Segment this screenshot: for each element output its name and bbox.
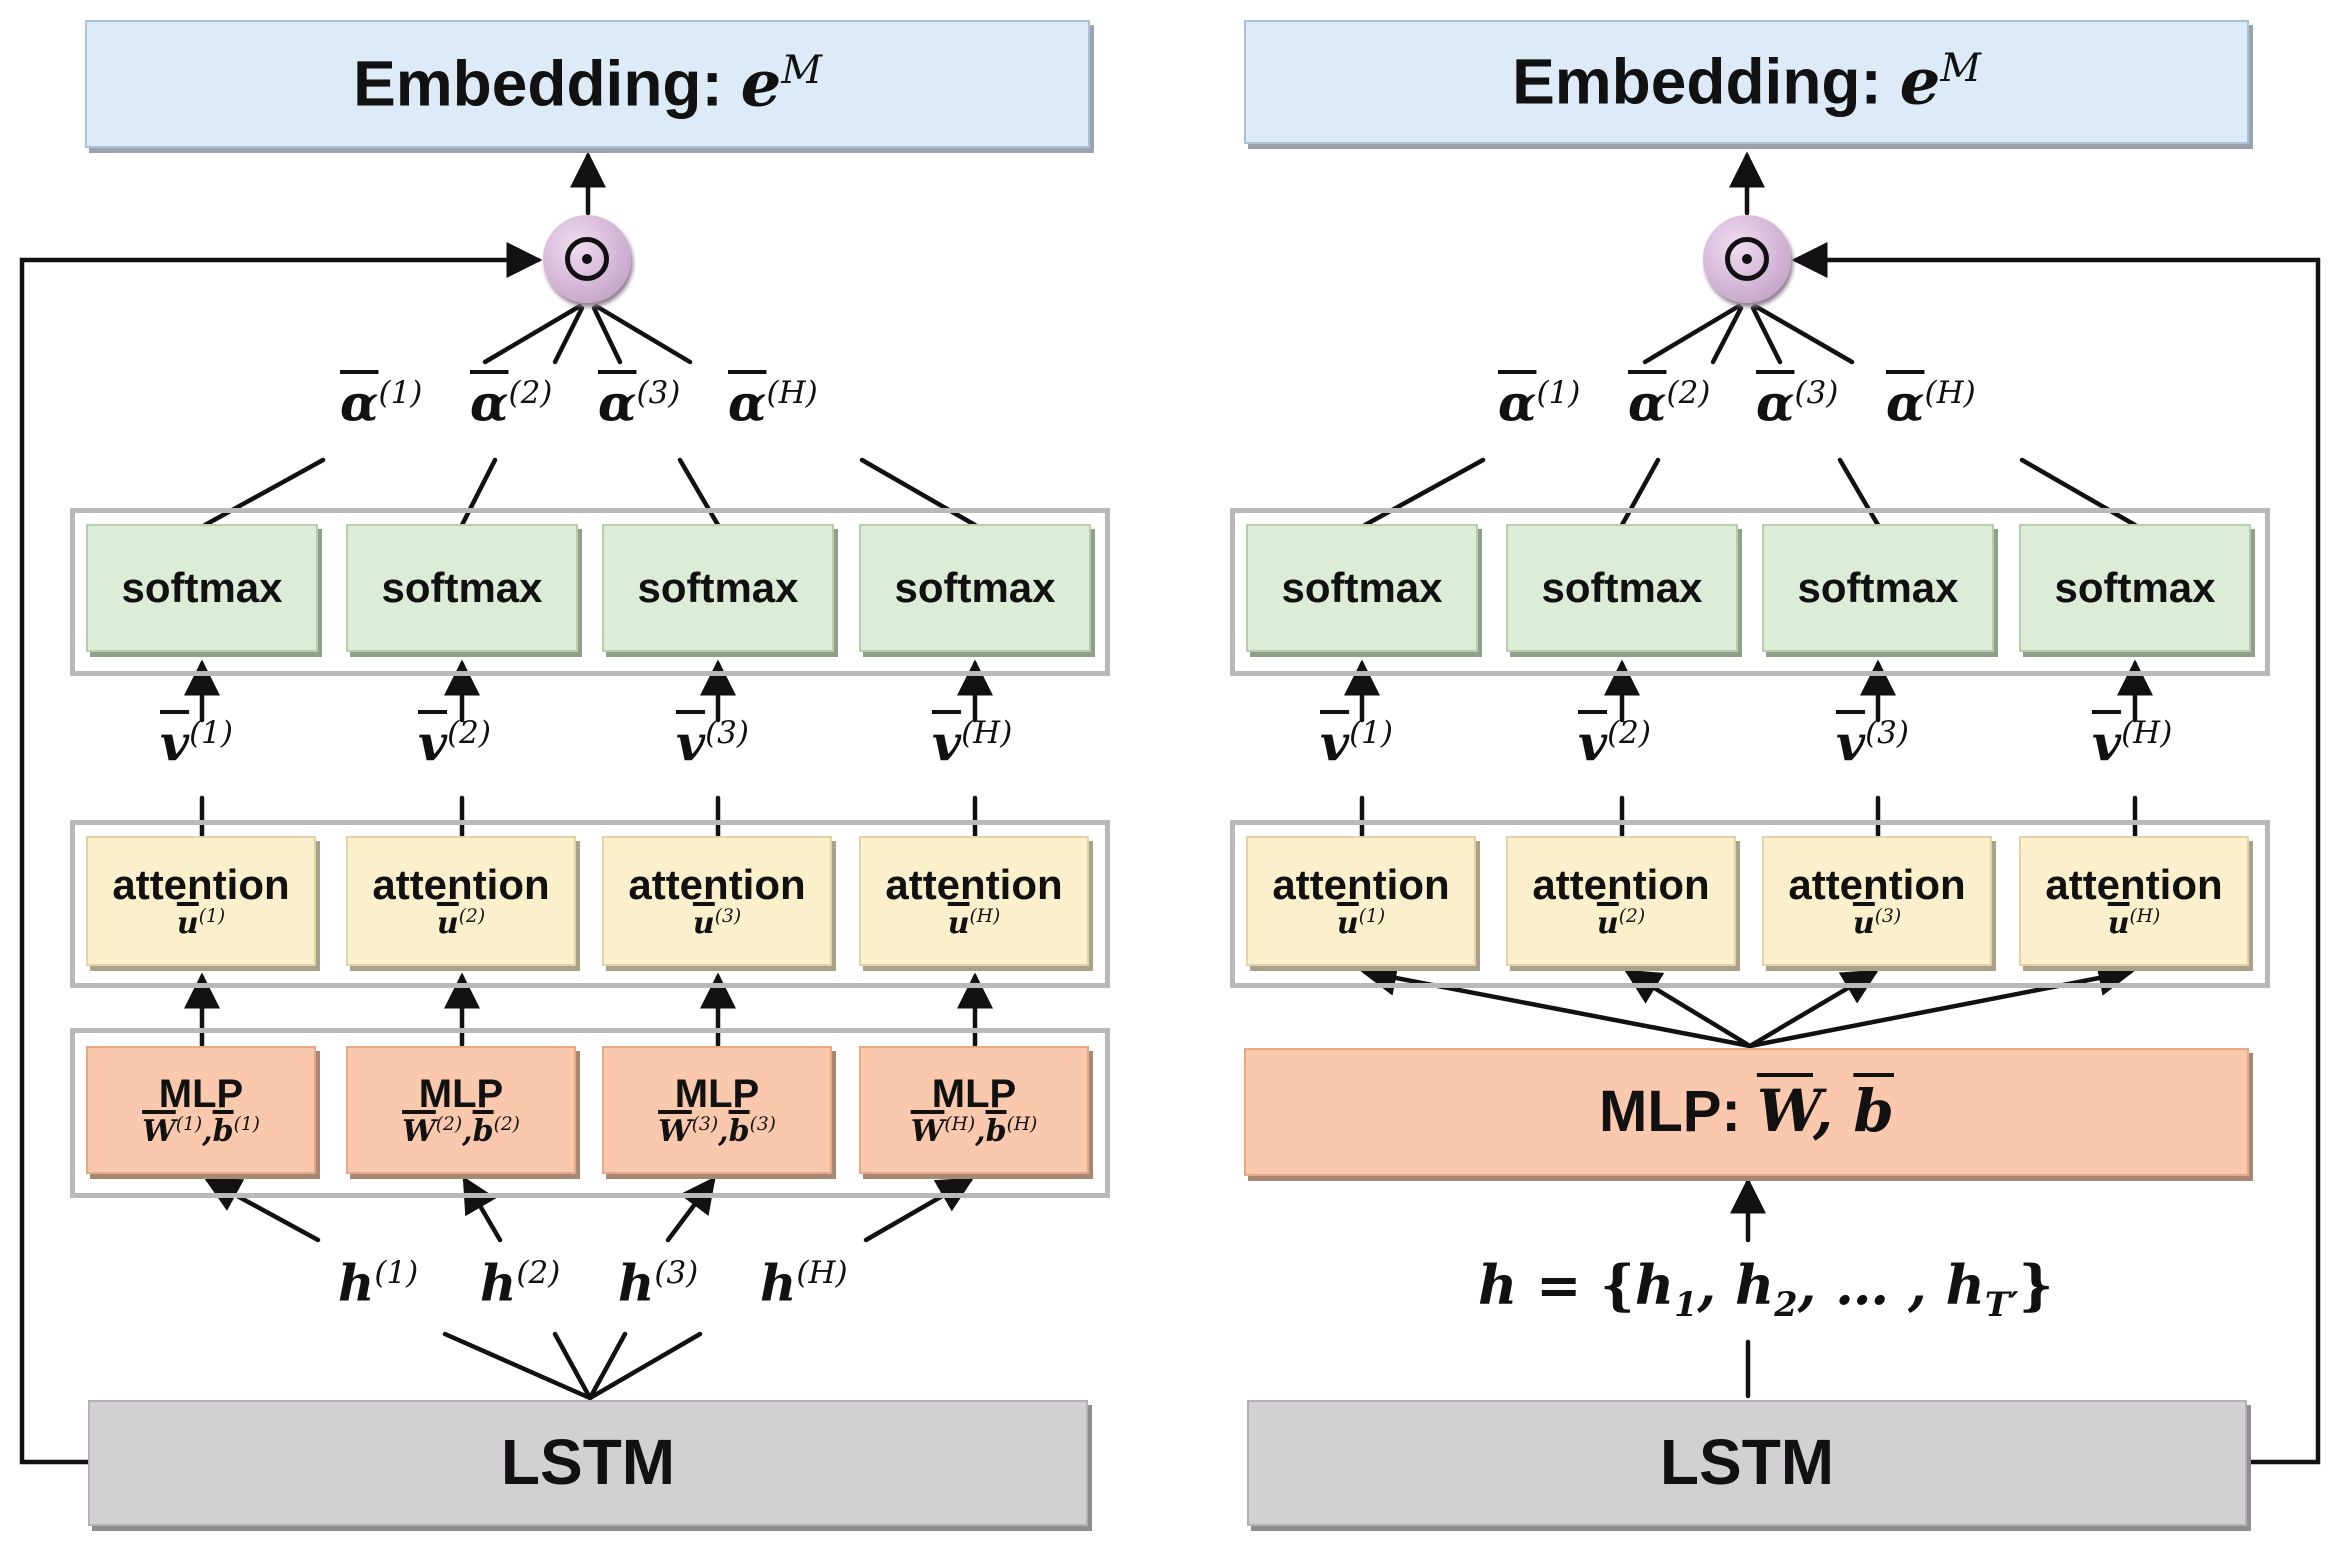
right-v-2: v(2)	[1578, 713, 1651, 773]
left-mlp-group	[70, 1028, 1110, 1198]
right-v-1: v(1)	[1320, 713, 1393, 773]
right-alpha-H: α(H)	[1886, 373, 1976, 433]
right-embedding-box: Embedding: eM	[1244, 20, 2249, 144]
right-softmax-1: softmax	[1246, 524, 1478, 652]
left-softmax-3: softmax	[602, 524, 834, 652]
right-softmax-3: softmax	[1762, 524, 1994, 652]
right-embedding-sup: M	[1940, 45, 1981, 92]
left-h-2: h(2)	[480, 1253, 561, 1313]
right-alpha-3: α(3)	[1756, 373, 1839, 433]
right-softmax-2: softmax	[1506, 524, 1738, 652]
right-v-3: v(3)	[1836, 713, 1909, 773]
left-v-1: v(1)	[160, 713, 233, 773]
right-h-sequence: h = {h1, h2, … , hT′}	[1478, 1253, 2054, 1324]
left-softmax-H: softmax	[859, 524, 1091, 652]
right-alpha-1: α(1)	[1498, 373, 1581, 433]
left-v-H: v(H)	[932, 713, 1013, 773]
right-lstm-box: LSTM	[1247, 1400, 2247, 1526]
left-lstm-box: LSTM	[88, 1400, 1088, 1526]
left-h-1: h(1)	[338, 1253, 419, 1313]
left-alpha-3: α(3)	[598, 373, 681, 433]
right-attention-group	[1230, 820, 2270, 988]
right-softmax-group	[1230, 508, 2270, 676]
left-alpha-1: α(1)	[340, 373, 423, 433]
right-embedding-label: Embedding:	[1512, 45, 1900, 118]
left-h-H: h(H)	[760, 1253, 848, 1313]
right-v-H: v(H)	[2092, 713, 2173, 773]
right-mlp-box: MLP: W, b	[1244, 1048, 2249, 1176]
left-softmax-2: softmax	[346, 524, 578, 652]
left-softmax-group	[70, 508, 1110, 676]
right-odot-icon	[1703, 215, 1791, 303]
left-attention-group	[70, 820, 1110, 988]
left-v-3: v(3)	[676, 713, 749, 773]
right-softmax-H: softmax	[2019, 524, 2251, 652]
left-v-2: v(2)	[418, 713, 491, 773]
left-embedding-sup: M	[781, 47, 822, 94]
left-alpha-2: α(2)	[470, 373, 553, 433]
left-softmax-1: softmax	[86, 524, 318, 652]
left-h-3: h(3)	[618, 1253, 699, 1313]
left-embedding-var: e	[740, 46, 782, 122]
right-alpha-2: α(2)	[1628, 373, 1711, 433]
left-alpha-H: α(H)	[728, 373, 818, 433]
left-odot-icon	[543, 215, 631, 303]
left-embedding-label: Embedding:	[353, 47, 741, 120]
right-embedding-var: e	[1899, 44, 1941, 120]
left-embedding-box: Embedding: eM	[85, 20, 1090, 148]
